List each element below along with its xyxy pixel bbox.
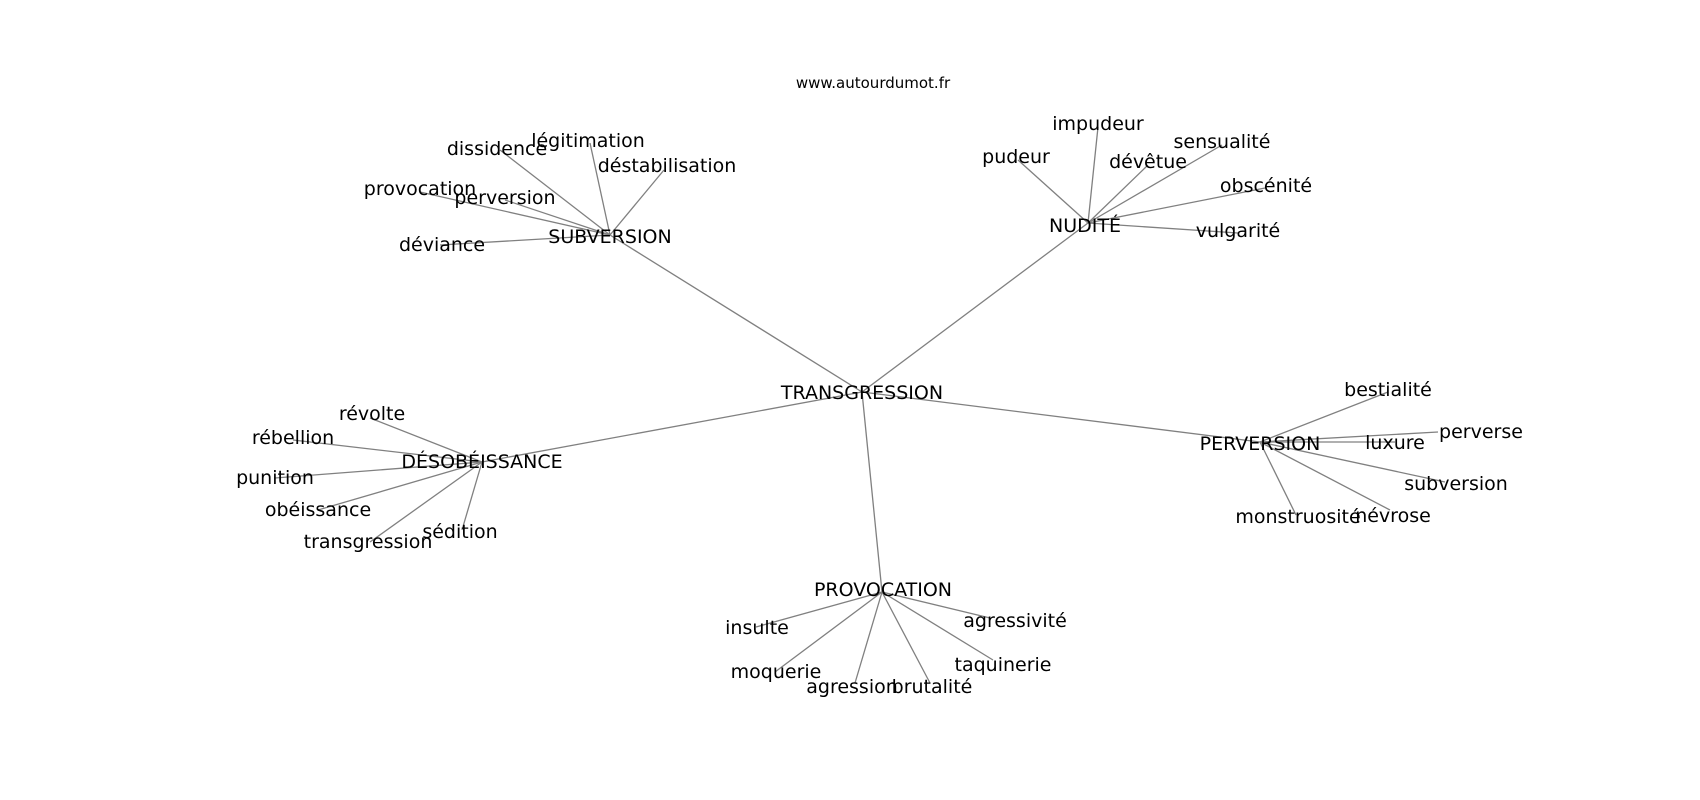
node-leaf-taquinerie: taquinerie <box>955 654 1052 676</box>
edge-desobeissance-punition <box>274 461 483 479</box>
node-leaf-devetue: dévêtue <box>1109 151 1187 173</box>
node-leaf-revolte: révolte <box>339 403 405 425</box>
edge-root-perversion <box>861 391 1261 443</box>
node-leaf-moquerie: moquerie <box>731 661 822 683</box>
node-leaf-rebellion: rébellion <box>252 427 334 449</box>
node-leaf-transgression: transgression <box>304 531 433 553</box>
node-leaf-monstruosite: monstruosité <box>1235 506 1360 528</box>
node-leaf-bestialite: bestialité <box>1344 379 1432 401</box>
node-leaf-legitimation: légitimation <box>531 130 645 152</box>
edge-subversion-legitimation <box>589 142 611 236</box>
edge-root-nudite <box>861 222 1089 393</box>
node-hub-provocation: PROVOCATION <box>814 579 952 601</box>
edge-provocation-taquinerie <box>881 591 994 661</box>
edge-provocation-agression <box>854 591 883 684</box>
node-hub-desobeissance: DÉSOBÉISSANCE <box>401 450 562 473</box>
node-leaf-nevrose: névrose <box>1355 505 1431 527</box>
source-watermark: www.autourdumot.fr <box>796 74 951 92</box>
edge-root-subversion <box>609 234 863 393</box>
node-leaf-brutalite: brutalité <box>892 676 973 698</box>
edge-perversion-nevrose <box>1259 441 1391 511</box>
node-leaf-subversion: subversion <box>1404 473 1508 495</box>
edge-perversion-subversion <box>1259 441 1446 483</box>
edge-provocation-moquerie <box>774 591 883 673</box>
node-leaf-destabilisation: déstabilisation <box>598 155 737 177</box>
edge-perversion-perverse <box>1259 431 1439 443</box>
edges-layer <box>274 126 1446 684</box>
node-leaf-deviance: déviance <box>399 234 485 256</box>
node-leaf-insulte: insulte <box>725 617 789 639</box>
edge-subversion-provocation <box>419 191 611 236</box>
node-leaf-luxure: luxure <box>1365 432 1425 454</box>
node-leaf-dissidence: dissidence <box>447 138 547 160</box>
edge-desobeissance-obeissance <box>317 461 483 511</box>
edge-nudite-sensualite <box>1087 144 1223 224</box>
node-leaf-perverse: perverse <box>1439 421 1523 443</box>
edge-subversion-deviance <box>439 234 611 246</box>
node-leaf-agressivite: agressivité <box>963 610 1067 632</box>
node-leaf-pudeur: pudeur <box>982 146 1050 168</box>
node-leaf-perversion: perversion <box>454 187 555 209</box>
edge-subversion-perversion <box>504 199 611 236</box>
edge-desobeissance-rebellion <box>292 439 483 463</box>
node-leaf-impudeur: impudeur <box>1052 113 1144 135</box>
node-leaf-obeissance: obéissance <box>265 499 371 521</box>
edge-provocation-brutalite <box>881 591 931 684</box>
edge-nudite-obscenite <box>1087 187 1266 224</box>
edge-nudite-impudeur <box>1087 126 1099 224</box>
node-leaf-sedition: sédition <box>422 521 497 543</box>
node-leaf-agression: agression <box>806 676 898 698</box>
edge-desobeissance-sedition <box>461 461 483 531</box>
edge-desobeissance-revolte <box>369 417 483 463</box>
edge-subversion-destabilisation <box>609 169 665 236</box>
edge-nudite-vulgarite <box>1087 222 1239 234</box>
node-leaf-punition: punition <box>236 467 314 489</box>
edge-perversion-bestialite <box>1259 391 1389 443</box>
node-hub-subversion: SUBVERSION <box>548 226 671 248</box>
edge-subversion-dissidence <box>499 149 611 236</box>
edge-provocation-agressivite <box>881 591 991 619</box>
node-leaf-provocation: provocation <box>364 178 476 200</box>
edge-root-desobeissance <box>481 391 863 463</box>
edge-perversion-monstruosite <box>1259 441 1297 516</box>
labels-layer: www.autourdumot.fr TRANSGRESSION SUBVERSI… <box>236 74 1523 698</box>
edge-nudite-pudeur <box>1017 159 1089 224</box>
node-hub-perversion: PERVERSION <box>1200 433 1321 455</box>
node-leaf-obscenite: obscénité <box>1220 175 1312 197</box>
edge-provocation-insulte <box>755 591 883 628</box>
node-leaf-sensualite: sensualité <box>1174 131 1271 153</box>
node-leaf-vulgarite: vulgarité <box>1196 220 1281 242</box>
edge-nudite-devetue <box>1087 164 1149 224</box>
edge-root-provocation <box>861 391 883 593</box>
node-root: TRANSGRESSION <box>780 382 943 404</box>
node-hub-nudite: NUDITÉ <box>1049 214 1121 237</box>
edge-desobeissance-transgression <box>369 461 483 543</box>
